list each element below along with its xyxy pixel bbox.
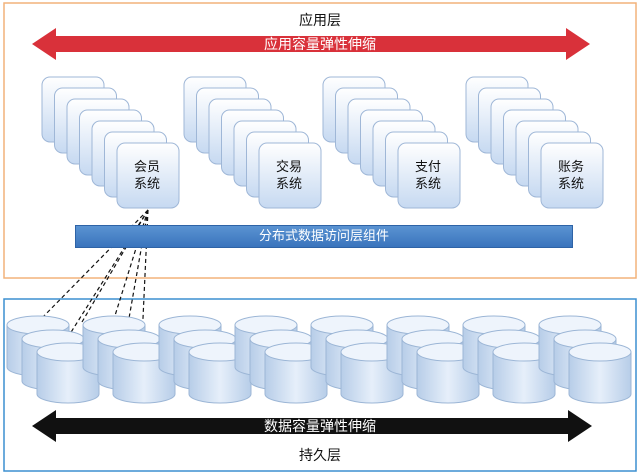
persistence-layer-frame [3, 298, 637, 472]
service-stacks [41, 76, 604, 209]
service-label-payment: 支付系统 [414, 160, 441, 192]
data-access-layer-bar: 分布式数据访问层组件 [75, 225, 573, 248]
database-cylinder [568, 342, 632, 404]
service-box-front [397, 142, 461, 209]
data-scaling-label: 数据容量弹性伸缩 [264, 419, 376, 435]
cylinder-group [386, 315, 480, 404]
service-stack-trade [183, 76, 322, 209]
app-scaling-arrow-shape [32, 28, 590, 60]
data-scaling-arrow-shape [32, 410, 592, 442]
data-scaling-arrow [32, 410, 592, 442]
service-stack-payment [322, 76, 461, 209]
service-label-accounting: 账务系统 [557, 160, 584, 192]
service-label-trade: 交易系统 [275, 160, 302, 192]
service-label-member: 会员系统 [133, 160, 160, 192]
service-stack-accounting [465, 76, 604, 209]
app-layer-title: 应用层 [299, 13, 341, 29]
service-box-front [540, 142, 604, 209]
service-box-front [116, 142, 180, 209]
cylinder-group [6, 315, 100, 404]
service-stack-member [41, 76, 180, 209]
service-box-front [258, 142, 322, 209]
cylinder-group [538, 315, 632, 404]
app-scaling-label: 应用容量弹性伸缩 [264, 37, 376, 53]
connector-line [37, 209, 149, 323]
connector-line [127, 209, 149, 325]
app-layer-frame [3, 2, 637, 279]
database-cylinders [6, 315, 632, 404]
app-scaling-arrow [32, 28, 590, 60]
persistence-layer-title: 持久层 [299, 448, 341, 464]
